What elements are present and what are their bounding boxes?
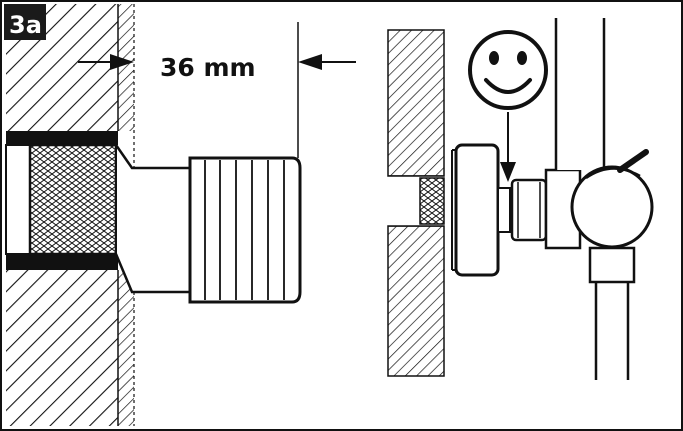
- threaded-adapter: [28, 143, 192, 294]
- step-label: 3a: [9, 11, 42, 39]
- dimension-arrow-right-icon: [110, 54, 134, 70]
- dimension-arrow-left-icon: [298, 54, 322, 70]
- wall-section-right: [387, 29, 445, 377]
- step-badge: 3a: [4, 4, 46, 40]
- dimension-36mm: 36 mm: [78, 22, 356, 158]
- valve-assembly: [497, 18, 654, 380]
- hex-nut: [188, 156, 302, 304]
- dimension-label: 36 mm: [160, 53, 256, 82]
- indicator-arrow-down-icon: [500, 112, 516, 182]
- smiley-face-icon: [468, 30, 548, 110]
- wall-rosette: [451, 143, 500, 277]
